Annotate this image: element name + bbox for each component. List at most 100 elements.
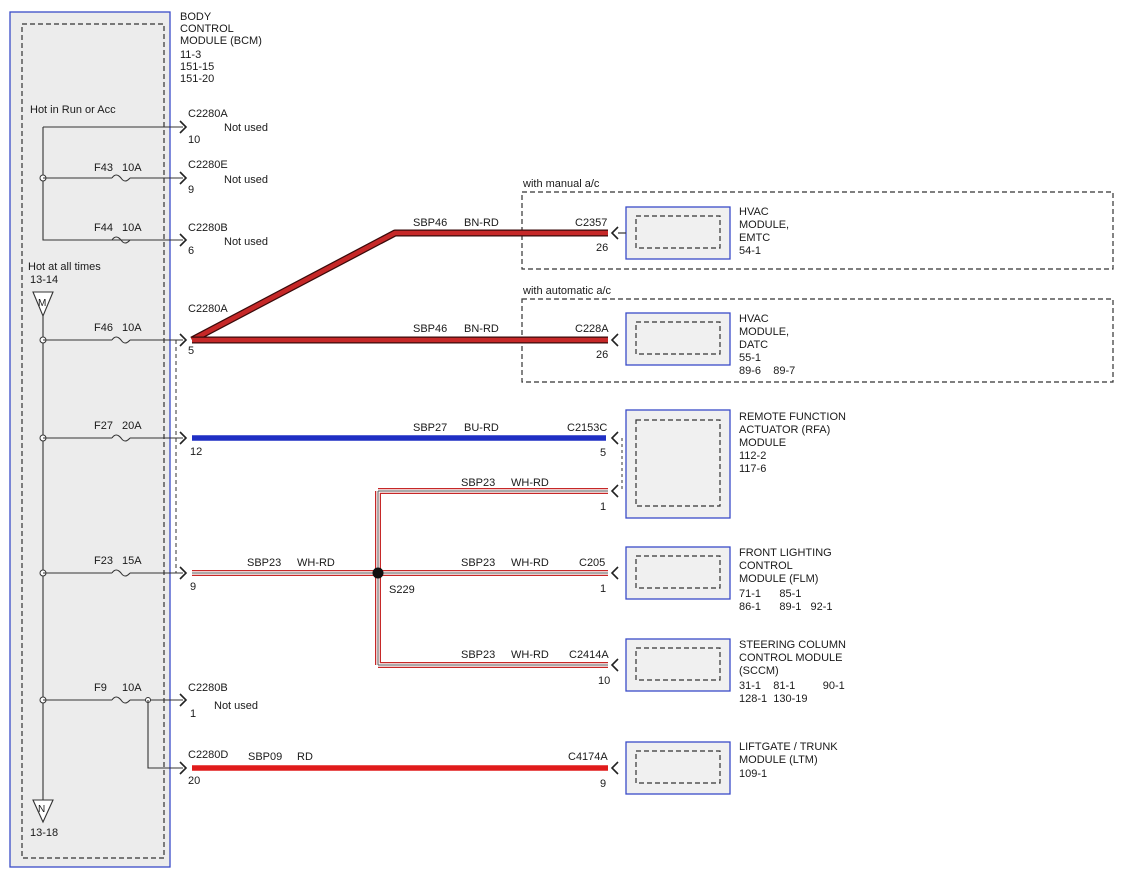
- module-inner-outline: [635, 419, 721, 507]
- connector-id: C2280B: [188, 682, 228, 694]
- hot-run-acc-label: Hot in Run or Acc: [30, 104, 116, 116]
- fuse-rating: 20A: [122, 420, 142, 432]
- fuse-rating: 15A: [122, 555, 142, 567]
- module-label-line: MODULE,: [739, 219, 789, 231]
- wire-dest-pin: 1: [600, 501, 606, 513]
- wire-dest-pin: 26: [596, 349, 608, 361]
- fuse-f43-icon: [111, 174, 131, 182]
- wire-dest-connector: C4174A: [568, 751, 608, 763]
- module-inner-outline: [635, 647, 721, 681]
- bus-marker-m-label: M: [38, 298, 46, 309]
- fuse-f9-icon: [111, 696, 131, 704]
- bcm-title: BODY CONTROL MODULE (BCM) 11-3 151-15 15…: [180, 11, 262, 85]
- flm-module: [625, 546, 731, 600]
- fuse-rating: 10A: [122, 682, 142, 694]
- connector-pin: 9: [188, 184, 194, 196]
- wire-dest-connector: C2414A: [569, 649, 609, 661]
- wire-sbp23-white: [192, 489, 608, 667]
- fuse-id: F27: [94, 420, 113, 432]
- wire-dest-pin: 9: [600, 778, 606, 790]
- module-inner-outline: [635, 215, 721, 249]
- connector-pin-icon: [179, 566, 188, 580]
- bcm-bottom-ref: 13-18: [30, 827, 58, 839]
- wire-color-code: WH-RD: [511, 477, 549, 489]
- connector-pin: 9: [190, 581, 196, 593]
- bcm-ref: 151-20: [180, 73, 214, 85]
- connector-pin-icon: [610, 431, 619, 445]
- fuse-id: F9: [94, 682, 107, 694]
- fuse-id: F46: [94, 322, 113, 334]
- wire-circuit: SBP23: [461, 477, 495, 489]
- ltm-module: [625, 741, 731, 795]
- wire-circuit: SBP23: [247, 557, 281, 569]
- connector-pin-icon: [179, 431, 188, 445]
- modules: [618, 206, 731, 795]
- wire-dest-pin: 1: [600, 583, 606, 595]
- module-label-line: HVAC: [739, 313, 769, 325]
- wire-dest-pin: 5: [600, 447, 606, 459]
- splice-s229-icon: [372, 567, 384, 579]
- wire-circuit: SBP46: [413, 323, 447, 335]
- module-label-line: 55-1: [739, 352, 761, 364]
- connector-pin: 12: [190, 446, 202, 458]
- bcm-connector-pins: [179, 120, 188, 775]
- wire-color-code: WH-RD: [297, 557, 335, 569]
- connector-pin-icon: [610, 484, 619, 498]
- connector-id: C2280B: [188, 222, 228, 234]
- connector-pin: 20: [188, 775, 200, 787]
- fuse-f27-icon: [111, 434, 131, 442]
- wire-circuit: SBP23: [461, 557, 495, 569]
- wire-circuit: SBP46: [413, 217, 447, 229]
- wire-color-code: WH-RD: [511, 649, 549, 661]
- module-connector-pins: [610, 226, 619, 775]
- connector-pin-icon: [610, 658, 619, 672]
- not-used-note: Not used: [214, 700, 258, 712]
- module-inner-outline: [635, 321, 721, 355]
- connector-pin-icon: [610, 226, 619, 240]
- manual-ac-option-label: with manual a/c: [522, 178, 600, 190]
- module-inner-outline: [635, 750, 721, 784]
- fuse-f44-icon: [111, 236, 131, 244]
- automatic-ac-option-label: with automatic a/c: [522, 285, 612, 297]
- fuse-rating: 10A: [122, 162, 142, 174]
- connector-id: C2280E: [188, 159, 228, 171]
- fuse-id: F44: [94, 222, 113, 234]
- sccm-module: [625, 638, 731, 692]
- bcm-connector-labels: C2280A 10 Not used F43 10A C2280E 9 Not …: [94, 108, 268, 787]
- wire-color-code: BU-RD: [464, 422, 499, 434]
- connector-pin: 5: [188, 345, 194, 357]
- module-label-line: 54-1: [739, 245, 761, 257]
- connector-pin-icon: [179, 120, 188, 134]
- module-label-line: MODULE,: [739, 326, 789, 338]
- connector-pin-icon: [179, 333, 188, 347]
- wire-dest-pin: 10: [598, 675, 610, 687]
- bus-marker-n-label: N: [38, 804, 45, 815]
- module-label-line: 89-6 89-7: [739, 365, 795, 377]
- wire-color-code: WH-RD: [511, 557, 549, 569]
- wire-labels: SBP46 BN-RD C2357 26 SBP46 BN-RD C228A 2…: [247, 217, 610, 790]
- module-label-line: 109-1: [739, 768, 767, 780]
- module-label-line: 117-6: [739, 463, 766, 475]
- module-inner-outline: [635, 555, 721, 589]
- run-acc-bus: [42, 126, 183, 241]
- wire-dest-pin: 26: [596, 242, 608, 254]
- module-labels: HVAC MODULE, EMTC 54-1 HVAC MODULE, DATC…: [739, 206, 846, 780]
- hvac-emtc-module: [625, 206, 731, 260]
- module-label-line: DATC: [739, 339, 768, 351]
- connector-pin: 10: [188, 134, 200, 146]
- module-label-line: STEERING COLUMN: [739, 639, 846, 651]
- module-label-line: EMTC: [739, 232, 770, 244]
- wire-dest-connector: C2153C: [567, 422, 607, 434]
- bus-marker-m-icon: [32, 291, 54, 318]
- connector-pin-icon: [610, 333, 619, 347]
- module-label-line: 128-1 130-19: [739, 693, 808, 705]
- connector-pin-icon: [610, 761, 619, 775]
- module-label-line: LIFTGATE / TRUNK: [739, 741, 838, 753]
- connector-pin: 1: [190, 708, 196, 720]
- wire-color-code: BN-RD: [464, 323, 499, 335]
- wire-dest-connector: C2357: [575, 217, 607, 229]
- bcm-outline: [9, 11, 171, 868]
- module-label-line: CONTROL MODULE: [739, 652, 843, 664]
- module-label-line: 112-2: [739, 450, 766, 462]
- module-label-line: 71-1 85-1: [739, 588, 801, 600]
